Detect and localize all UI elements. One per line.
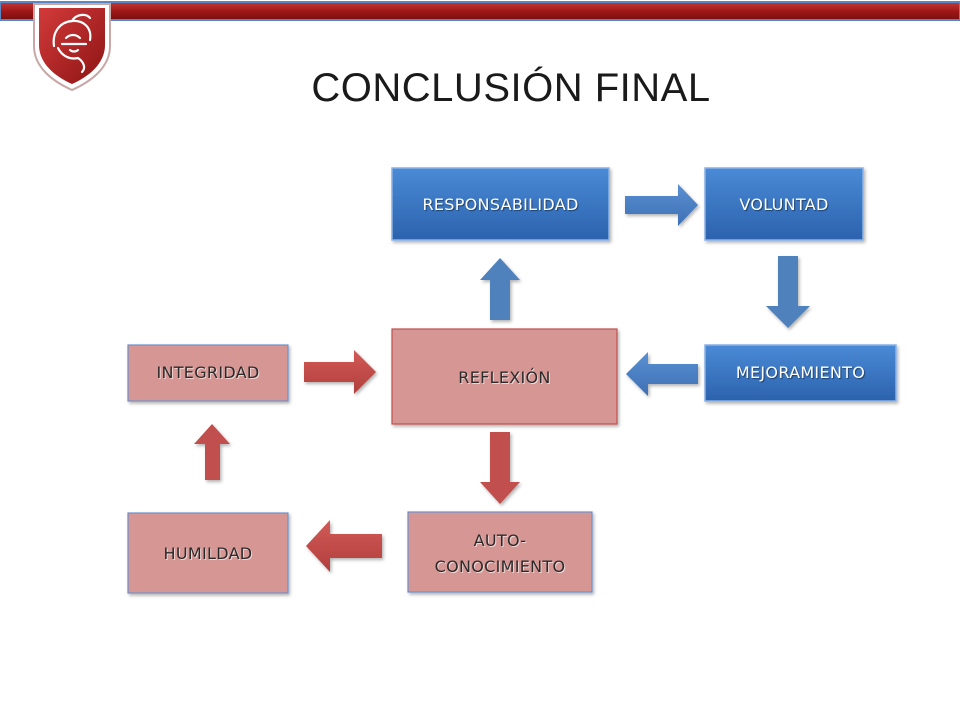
node-humildad: HUMILDAD bbox=[127, 512, 289, 594]
helmet-shield-logo-icon bbox=[33, 3, 111, 92]
top-bar bbox=[0, 1, 960, 21]
node-reflexion: REFLEXIÓN bbox=[391, 328, 618, 425]
node-responsabilidad: RESPONSABILIDAD bbox=[391, 167, 610, 241]
node-autoconocimiento-label-line1: AUTO- bbox=[474, 531, 527, 550]
node-reflexion-label: REFLEXIÓN bbox=[458, 368, 550, 387]
node-voluntad: VOLUNTAD bbox=[704, 167, 864, 241]
arrow-integridad-to-reflexion bbox=[304, 350, 376, 394]
arrow-responsabilidad-to-voluntad bbox=[625, 184, 698, 226]
node-mejoramiento-label: MEJORAMIENTO bbox=[736, 363, 865, 382]
node-integridad-label: INTEGRIDAD bbox=[156, 363, 259, 382]
arrow-humildad-to-integridad bbox=[194, 424, 230, 480]
node-integridad: INTEGRIDAD bbox=[127, 344, 289, 402]
node-autoconocimiento-label-line2: CONOCIMIENTO bbox=[435, 557, 566, 576]
arrow-autoconocimiento-to-humildad bbox=[306, 520, 382, 572]
node-responsabilidad-label: RESPONSABILIDAD bbox=[422, 195, 578, 214]
arrow-mejoramiento-to-reflexion bbox=[626, 352, 698, 396]
node-mejoramiento: MEJORAMIENTO bbox=[704, 344, 897, 402]
node-voluntad-label: VOLUNTAD bbox=[739, 195, 828, 214]
arrow-voluntad-to-mejoramiento bbox=[766, 256, 810, 328]
arrow-reflexion-to-responsabilidad bbox=[480, 258, 520, 320]
node-humildad-label: HUMILDAD bbox=[164, 544, 253, 563]
slide-title: CONCLUSIÓN FINAL bbox=[311, 66, 711, 110]
node-autoconocimiento: AUTO- CONOCIMIENTO bbox=[407, 511, 593, 593]
arrow-reflexion-to-autoconocimiento bbox=[480, 432, 520, 504]
